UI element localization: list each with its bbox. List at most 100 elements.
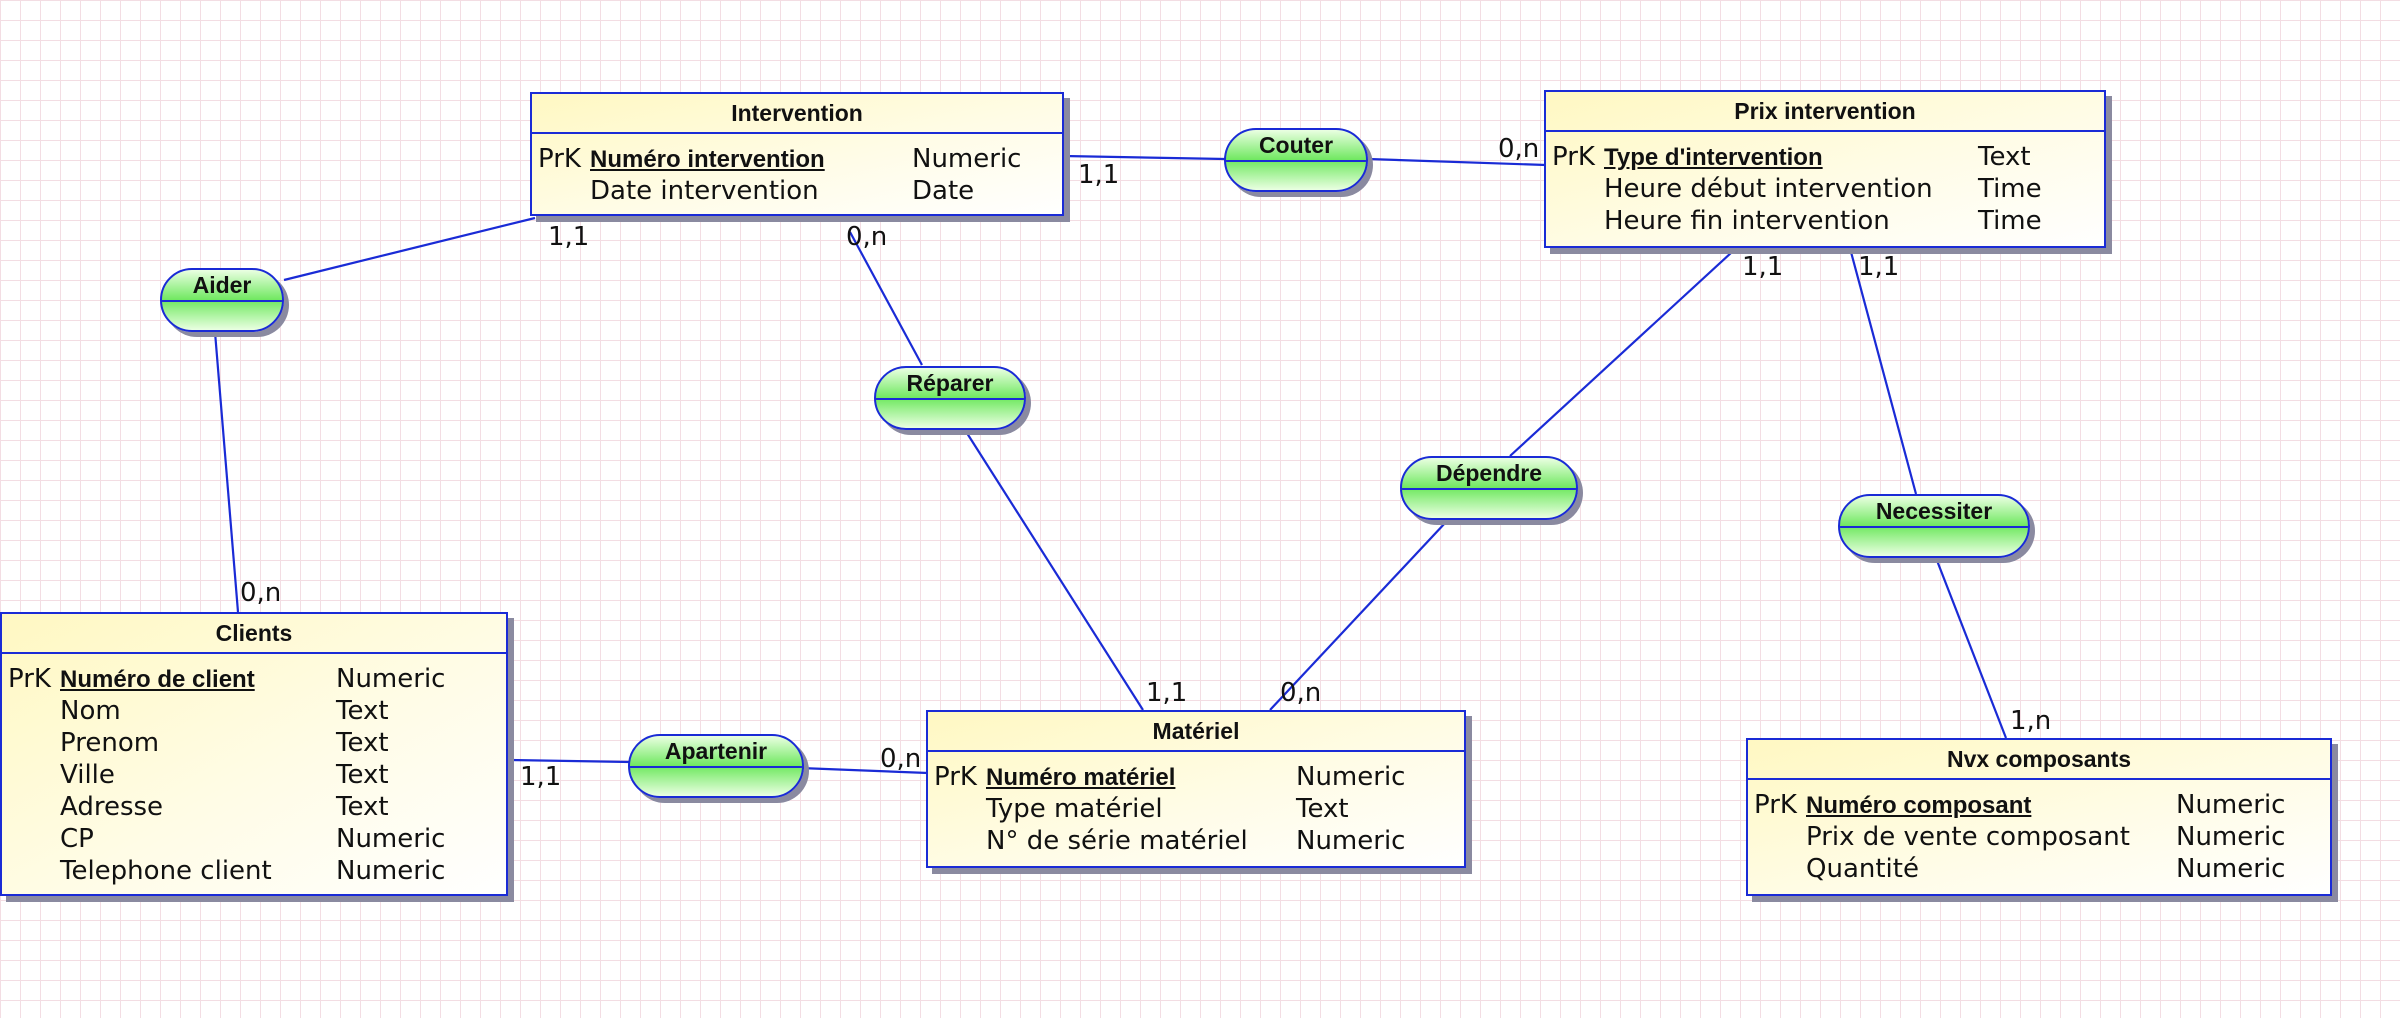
attribute-name: Prenom [60,728,160,758]
relation-label: Couter [1226,130,1366,162]
cardinality-label: 0,n [880,744,922,774]
primary-key-marker: PrK [1754,790,1797,820]
attribute-name: Heure fin intervention [1604,206,1890,236]
attribute-type: Text [336,760,389,790]
attribute-name: Adresse [60,792,164,822]
primary-key-marker: PrK [8,664,51,694]
attribute-type: Time [1978,174,2042,204]
entity-title: Intervention [532,94,1062,134]
attribute-name: Numéro intervention [590,146,825,173]
attribute-row: PrK Numéro composant Numeric [1748,788,2330,820]
attribute-name: Quantité [1806,854,1919,884]
entity-clients[interactable]: Clients PrK Numéro de client Numeric Nom… [0,612,508,896]
attribute-name: Numéro composant [1806,792,2032,819]
attribute-type: Numeric [1296,762,1406,792]
entity-title: Matériel [928,712,1464,752]
attribute-row: PrK Numéro de client Numeric [2,662,506,694]
attribute-type: Text [336,792,389,822]
attribute-row: Prix de vente composant Numeric [1748,820,2330,852]
attribute-row: PrK Type d'intervention Text [1546,140,2104,172]
relation-dependre[interactable]: Dépendre [1400,456,1578,520]
relation-reparer[interactable]: Réparer [874,366,1026,430]
primary-key-marker: PrK [1552,142,1595,172]
line-intervention-reparer [849,231,923,366]
attribute-row: N° de série matériel Numeric [928,824,1464,856]
relation-necessiter[interactable]: Necessiter [1838,494,2030,558]
entity-materiel[interactable]: Matériel PrK Numéro matériel Numeric Typ… [926,710,1466,868]
attribute-type: Text [1296,794,1349,824]
primary-key-marker: PrK [538,144,581,174]
attribute-type: Numeric [336,664,446,694]
attribute-type: Numeric [2176,790,2286,820]
attribute-row: Date intervention Date [532,174,1062,206]
relation-couter[interactable]: Couter [1224,128,1368,192]
attribute-row: PrK Numéro intervention Numeric [532,142,1062,174]
entity-nvx-composants[interactable]: Nvx composants PrK Numéro composant Nume… [1746,738,2332,896]
entity-intervention[interactable]: Intervention PrK Numéro intervention Num… [530,92,1064,216]
line-aider-clients [213,331,240,613]
relation-label: Aider [162,270,282,302]
line-couter-prix-intervention [1367,157,1547,167]
attribute-name: Heure début intervention [1604,174,1933,204]
attribute-name: Date intervention [590,176,819,206]
attribute-type: Numeric [336,856,446,886]
attribute-row: Nom Text [2,694,506,726]
attribute-name: Type matériel [986,794,1163,824]
attribute-row: Adresse Text [2,790,506,822]
relation-aider[interactable]: Aider [160,268,284,332]
attribute-type: Numeric [2176,822,2286,852]
attribute-type: Time [1978,206,2042,236]
attribute-name: Numéro de client [60,666,255,693]
cardinality-label: 0,n [1280,678,1322,708]
attribute-type: Numeric [336,824,446,854]
attribute-type: Text [336,696,389,726]
entity-title: Prix intervention [1546,92,2104,132]
attribute-row: Type matériel Text [928,792,1464,824]
attribute-name: Numéro matériel [986,764,1176,791]
cardinality-label: 0,n [846,222,888,252]
line-prix-necessiter [1849,251,1918,495]
attribute-name: Nom [60,696,121,726]
entity-prix-intervention[interactable]: Prix intervention PrK Type d'interventio… [1544,90,2106,248]
relation-label: Apartenir [630,736,802,768]
attribute-name: Type d'intervention [1604,144,1823,171]
relation-label: Dépendre [1402,458,1576,490]
attribute-type: Numeric [1296,826,1406,856]
entity-title: Clients [2,614,506,654]
line-intervention-aider [283,216,536,282]
entity-title: Nvx composants [1748,740,2330,780]
line-reparer-materiel [964,429,1144,711]
line-dependre-materiel [1269,521,1447,711]
line-prix-dependre [1509,251,1733,457]
attribute-row: Ville Text [2,758,506,790]
attribute-type: Text [336,728,389,758]
relation-apartenir[interactable]: Apartenir [628,734,804,798]
line-necessiter-nvx-composants [1934,557,2008,739]
cardinality-label: 1,1 [520,762,562,792]
attribute-type: Date [912,176,975,206]
cardinality-label: 0,n [1498,134,1540,164]
line-clients-apartenir [509,758,631,764]
attribute-row: Telephone client Numeric [2,854,506,886]
attribute-row: CP Numeric [2,822,506,854]
line-apartenir-materiel [799,766,929,775]
cardinality-label: 1,n [2010,706,2052,736]
cardinality-label: 1,1 [1742,252,1784,282]
attribute-type: Numeric [2176,854,2286,884]
primary-key-marker: PrK [934,762,977,792]
attribute-name: Telephone client [60,856,272,886]
attribute-name: Ville [60,760,115,790]
attribute-type: Numeric [912,144,1022,174]
cardinality-label: 1,1 [1146,678,1188,708]
cardinality-label: 0,n [240,578,282,608]
cardinality-label: 1,1 [1858,252,1900,282]
attribute-row: Heure début intervention Time [1546,172,2104,204]
line-intervention-couter [1063,154,1226,161]
attribute-row: Quantité Numeric [1748,852,2330,884]
cardinality-label: 1,1 [548,222,590,252]
relation-label: Necessiter [1840,496,2028,528]
attribute-row: PrK Numéro matériel Numeric [928,760,1464,792]
cardinality-label: 1,1 [1078,160,1120,190]
attribute-row: Prenom Text [2,726,506,758]
